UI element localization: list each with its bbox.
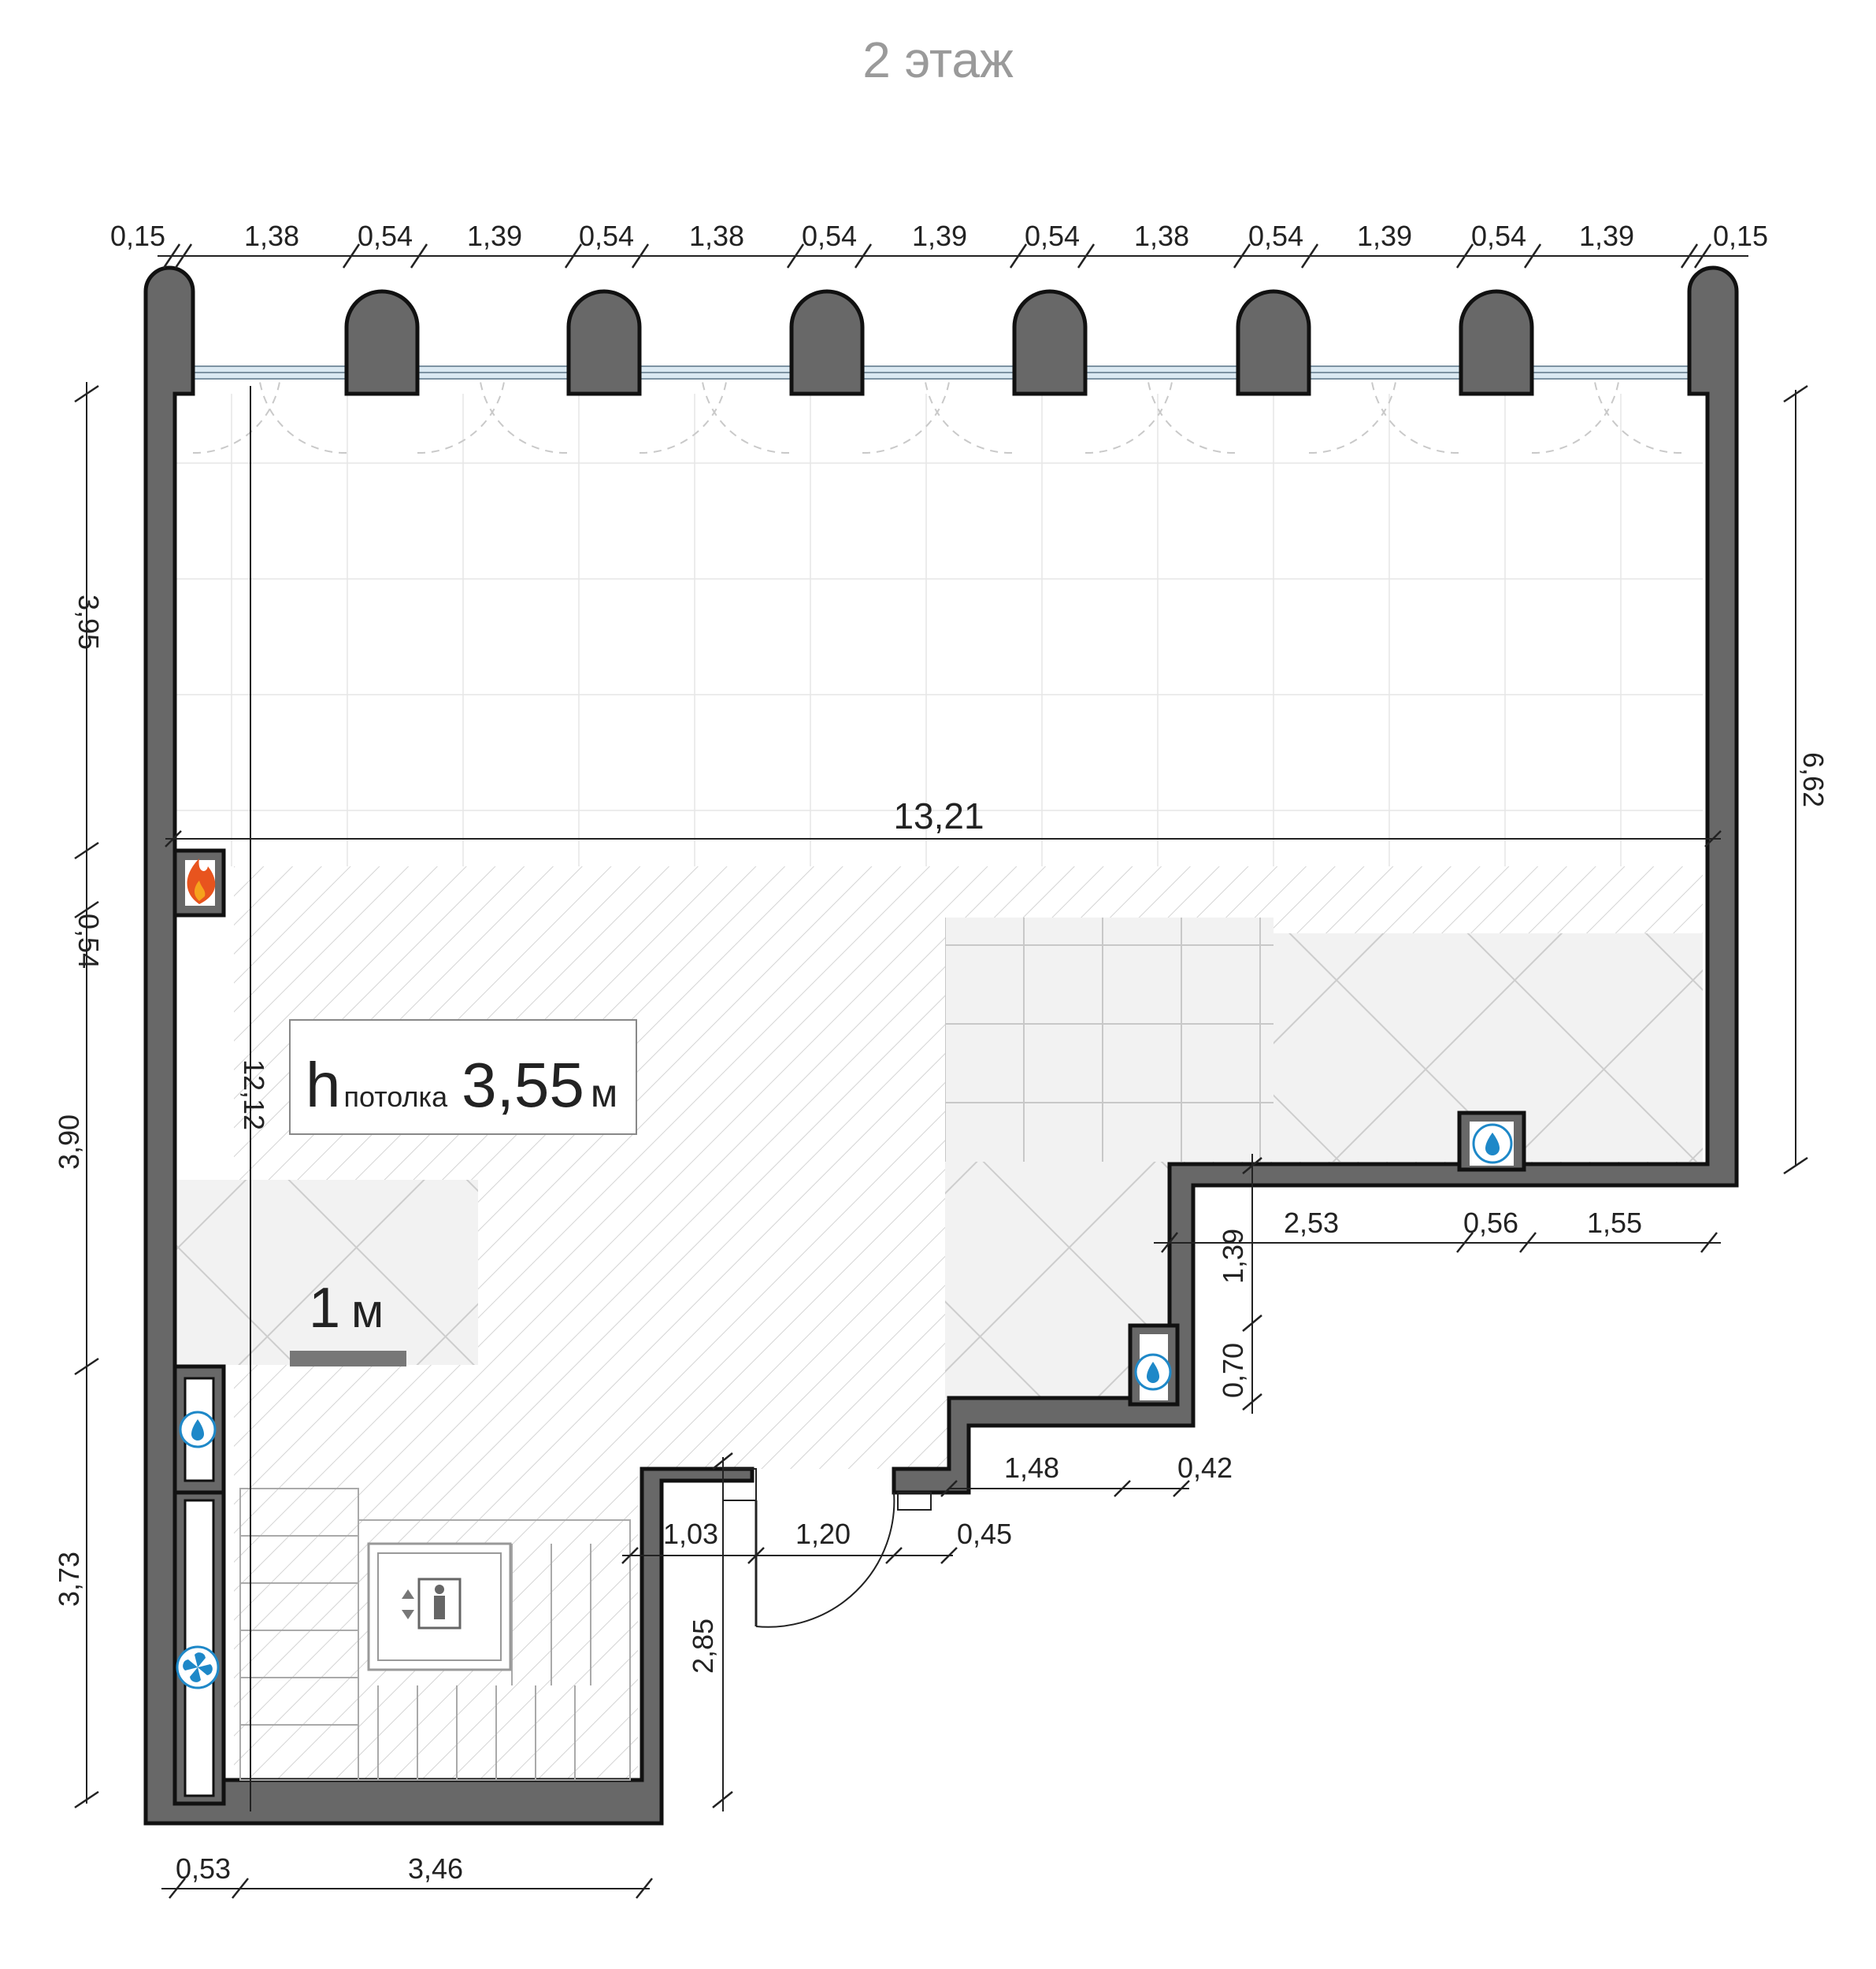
dim-top-8: 0,54 bbox=[1025, 220, 1080, 252]
scale-value: 1 bbox=[309, 1277, 340, 1340]
fire-icon bbox=[187, 858, 216, 904]
dim-top-3: 1,39 bbox=[467, 220, 522, 252]
svg-text:1м: 1м bbox=[309, 1277, 384, 1340]
dim-bottom-1: 3,46 bbox=[408, 1852, 463, 1885]
dim-left-2: 3,90 bbox=[53, 1114, 85, 1170]
dim-door-1: 1,20 bbox=[795, 1518, 851, 1550]
dim-top-0: 0,15 bbox=[110, 220, 165, 252]
ceiling-value: 3,55 bbox=[462, 1050, 584, 1120]
elevator-icon bbox=[367, 1542, 512, 1671]
dim-left-1: 0,54 bbox=[72, 914, 105, 969]
water-drop-icon bbox=[1472, 1123, 1513, 1164]
dim-door-0: 1,03 bbox=[663, 1518, 718, 1550]
dim-door-2: 0,45 bbox=[957, 1518, 1012, 1550]
dimension-ticks bbox=[74, 243, 1808, 1899]
fan-icon bbox=[176, 1645, 220, 1689]
dim-stair-depth: 2,85 bbox=[687, 1619, 719, 1674]
dim-left-0: 3,95 bbox=[72, 595, 105, 650]
dim-rl-1: 0,56 bbox=[1463, 1207, 1518, 1239]
dim-top-9: 1,38 bbox=[1134, 220, 1189, 252]
water-drop-icon bbox=[179, 1411, 217, 1448]
dim-left-3: 3,73 bbox=[53, 1552, 85, 1607]
dim-top-4: 0,54 bbox=[579, 220, 634, 252]
dim-top-12: 0,54 bbox=[1471, 220, 1526, 252]
scale-unit: м bbox=[351, 1285, 384, 1337]
dim-top-1: 1,38 bbox=[244, 220, 299, 252]
dim-top-11: 1,39 bbox=[1357, 220, 1412, 252]
ceiling-unit: м bbox=[591, 1071, 617, 1115]
staircase bbox=[239, 1488, 631, 1781]
dimension-labels: 0,15 1,38 0,54 1,39 0,54 1,38 0,54 1,39 … bbox=[53, 220, 1830, 1885]
dim-top-6: 0,54 bbox=[802, 220, 857, 252]
ceiling-sub: потолка bbox=[344, 1081, 449, 1113]
dim-top-7: 1,39 bbox=[912, 220, 967, 252]
dim-bottom-0: 0,53 bbox=[176, 1852, 231, 1885]
dim-top-10: 0,54 bbox=[1248, 220, 1303, 252]
dim-step-0: 1,39 bbox=[1217, 1229, 1249, 1284]
dimension-lines bbox=[86, 255, 1796, 1889]
dim-width: 13,21 bbox=[893, 795, 984, 836]
dim-step-1: 0,70 bbox=[1217, 1343, 1249, 1398]
floor-title: 2 этаж bbox=[862, 32, 1014, 88]
dim-rl-0: 2,53 bbox=[1284, 1207, 1339, 1239]
water-drop-icon bbox=[1134, 1353, 1172, 1391]
dim-mid-1: 0,42 bbox=[1177, 1452, 1233, 1484]
dim-mid-0: 1,48 bbox=[1004, 1452, 1059, 1484]
dim-top-13: 1,39 bbox=[1579, 220, 1634, 252]
facade-door-swings bbox=[192, 381, 1682, 454]
dim-height: 12,12 bbox=[238, 1059, 270, 1130]
dim-top-5: 1,38 bbox=[689, 220, 744, 252]
ceiling-h: h bbox=[306, 1050, 341, 1120]
dim-right: 6,62 bbox=[1797, 752, 1830, 807]
dim-top-2: 0,54 bbox=[358, 220, 413, 252]
dim-rl-2: 1,55 bbox=[1587, 1207, 1642, 1239]
entrance-door bbox=[722, 1468, 932, 1628]
floor-fills bbox=[175, 394, 1703, 1800]
dim-top-14: 0,15 bbox=[1713, 220, 1768, 252]
